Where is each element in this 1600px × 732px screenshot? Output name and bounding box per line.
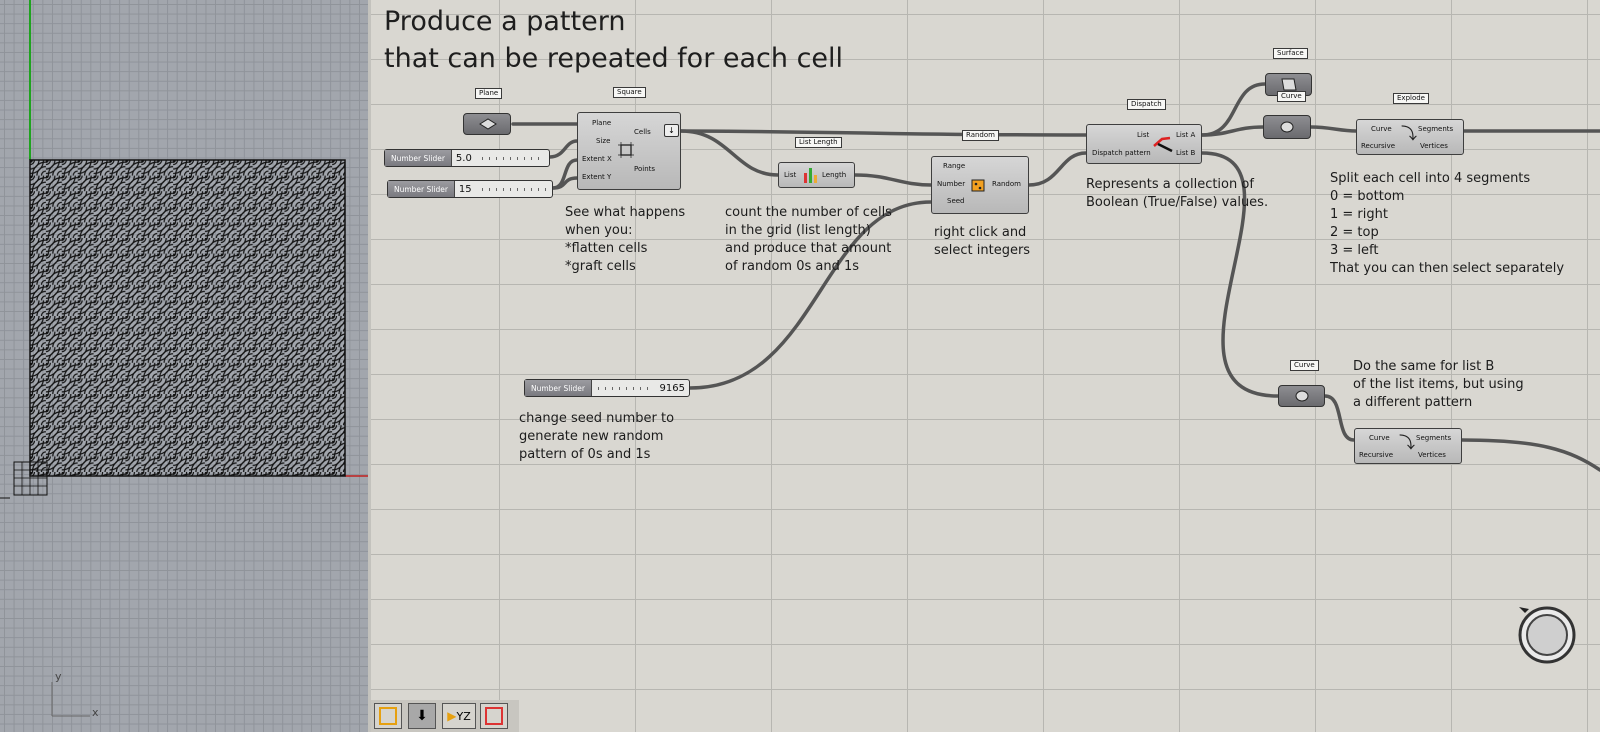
- yz-icon: ▶: [447, 709, 457, 723]
- note-dispatch: Represents a collection of Boolean (True…: [1086, 177, 1269, 210]
- viewport-divider[interactable]: [368, 0, 371, 732]
- graft-arrow-icon[interactable]: ↓: [664, 124, 679, 137]
- seed-slider[interactable]: Number Slider 9165: [524, 379, 690, 397]
- explode-a-icon: ⤵: [1401, 124, 1418, 143]
- yz-label: YZ: [456, 709, 471, 723]
- note-random: right click and select integers: [934, 225, 1031, 258]
- list-length-output-length[interactable]: Length: [822, 171, 847, 179]
- size-slider-value[interactable]: 5.0: [455, 152, 472, 164]
- frame-icon: [485, 707, 503, 725]
- extent-slider[interactable]: Number Slider 15: [387, 180, 553, 198]
- note-seed: change seed number to generate new rando…: [519, 411, 675, 462]
- seed-slider-value[interactable]: 9165: [659, 382, 685, 394]
- seed-slider-track[interactable]: [597, 386, 650, 390]
- explode-a-tag: Explode: [1393, 93, 1429, 104]
- square-component[interactable]: Plane Size Extent X Extent Y Cells Point…: [577, 112, 681, 190]
- pattern-grid: [0, 0, 368, 717]
- explode-a-output-vertices[interactable]: Vertices: [1420, 142, 1448, 150]
- bake-icon: ⬇: [416, 708, 428, 724]
- explode-b-icon: ⤵: [1399, 433, 1416, 452]
- explode-b-output-vertices[interactable]: Vertices: [1418, 451, 1446, 459]
- axis-y-label: y: [55, 670, 62, 683]
- frame-tool-button[interactable]: [480, 703, 508, 729]
- dispatch-input-list[interactable]: List: [1137, 131, 1150, 139]
- extent-slider-track[interactable]: [481, 187, 546, 191]
- yz-tool-button[interactable]: ▶ YZ: [442, 703, 476, 729]
- dispatch-icon: [1153, 136, 1173, 153]
- square-input-plane[interactable]: Plane: [592, 119, 612, 127]
- random-input-range[interactable]: Range: [943, 162, 966, 170]
- axis-x-label: x: [92, 706, 99, 719]
- explode-b-component[interactable]: Curve Recursive Segments Vertices ⤵: [1354, 428, 1462, 464]
- curve-a-tag: Curve: [1277, 91, 1306, 102]
- random-tag: Random: [962, 130, 999, 141]
- list-length-tag: List Length: [795, 137, 842, 148]
- seed-slider-label: Number Slider: [525, 380, 592, 396]
- explode-a-input-recursive[interactable]: Recursive: [1361, 142, 1396, 150]
- square-input-size[interactable]: Size: [596, 137, 611, 145]
- explode-b-output-segments[interactable]: Segments: [1416, 434, 1452, 442]
- dispatch-output-list-a[interactable]: List A: [1176, 131, 1196, 139]
- select-tool-button[interactable]: [374, 703, 402, 729]
- explode-b-input-recursive[interactable]: Recursive: [1359, 451, 1394, 459]
- rhino-viewport[interactable]: y x: [0, 0, 368, 732]
- curve-b-icon: [1295, 390, 1309, 402]
- curve-b-param[interactable]: [1278, 385, 1325, 407]
- navigation-compass-icon[interactable]: [1515, 603, 1579, 667]
- note-square: See what happens when you: *flatten cell…: [565, 205, 686, 274]
- extent-slider-label: Number Slider: [388, 181, 455, 197]
- size-slider-track[interactable]: [481, 156, 543, 160]
- size-slider[interactable]: Number Slider 5.0: [384, 149, 550, 167]
- plane-icon: [479, 118, 497, 130]
- dispatch-output-list-b[interactable]: List B: [1176, 149, 1196, 157]
- title-line-1: Produce a pattern: [384, 6, 626, 37]
- note-list-length: count the number of cells in the grid (l…: [725, 205, 892, 274]
- square-output-points[interactable]: Points: [634, 165, 656, 173]
- random-component[interactable]: Range Number Seed Random: [931, 156, 1029, 214]
- curve-b-tag: Curve: [1290, 360, 1319, 371]
- list-length-icon: [804, 168, 817, 183]
- select-icon: [379, 707, 397, 725]
- random-input-seed[interactable]: Seed: [947, 197, 965, 205]
- size-slider-label: Number Slider: [385, 150, 452, 166]
- square-output-cells[interactable]: Cells: [634, 128, 651, 136]
- dispatch-tag: Dispatch: [1127, 99, 1166, 110]
- dispatch-input-pattern[interactable]: Dispatch pattern: [1092, 149, 1151, 157]
- bake-tool-button[interactable]: ⬇: [408, 703, 436, 729]
- dispatch-component[interactable]: List Dispatch pattern List A List B: [1086, 124, 1202, 164]
- explode-b-input-curve[interactable]: Curve: [1369, 434, 1390, 442]
- explode-a-output-segments[interactable]: Segments: [1418, 125, 1454, 133]
- note-list-b: Do the same for list B of the list items…: [1353, 359, 1524, 410]
- list-length-input-list[interactable]: List: [784, 171, 797, 179]
- explode-a-input-curve[interactable]: Curve: [1371, 125, 1392, 133]
- square-tag: Square: [613, 87, 646, 98]
- random-input-number[interactable]: Number: [937, 180, 966, 188]
- explode-a-component[interactable]: Curve Recursive Segments Vertices ⤵: [1356, 119, 1464, 155]
- plane-tag: Plane: [475, 88, 503, 99]
- square-icon: [618, 142, 634, 158]
- surface-icon: [1281, 78, 1297, 91]
- square-input-extent-y[interactable]: Extent Y: [582, 173, 612, 181]
- extent-slider-value[interactable]: 15: [458, 183, 472, 195]
- surface-tag: Surface: [1273, 48, 1308, 59]
- title-line-2: that can be repeated for each cell: [384, 43, 844, 74]
- random-output-random[interactable]: Random: [992, 180, 1021, 188]
- random-dice-icon: [971, 179, 985, 192]
- plane-param[interactable]: [463, 113, 511, 135]
- curve-a-param[interactable]: [1263, 115, 1311, 139]
- list-length-component[interactable]: List Length: [778, 162, 855, 188]
- curve-a-icon: [1280, 121, 1294, 133]
- square-input-extent-x[interactable]: Extent X: [582, 155, 612, 163]
- note-explode: Split each cell into 4 segments 0 = bott…: [1330, 171, 1565, 276]
